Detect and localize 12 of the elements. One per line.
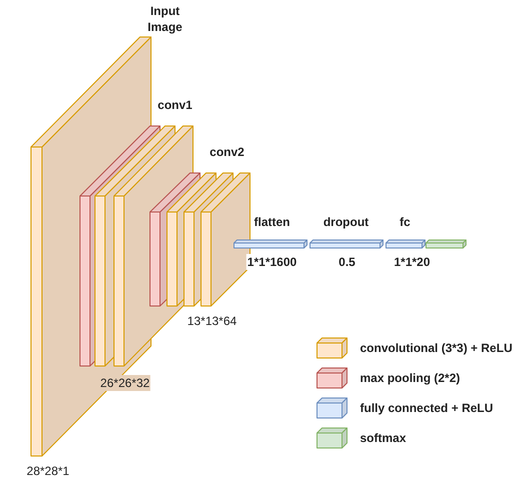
- layer-title: Input Image: [146, 3, 184, 35]
- layer-title: fc: [400, 214, 410, 230]
- layer-title: flatten: [254, 214, 290, 230]
- layer-title: dropout: [323, 214, 369, 230]
- dimension-label: 26*26*32: [99, 375, 151, 391]
- legend-label: fully connected + ReLU: [360, 400, 494, 416]
- layer-title: conv2: [210, 144, 244, 160]
- dimension-label: 1*1*1600: [246, 254, 298, 270]
- layer-title: conv1: [158, 97, 192, 113]
- legend-label: softmax: [360, 430, 406, 446]
- legend-label: convolutional (3*3) + ReLU: [360, 340, 512, 356]
- legend-label: max pooling (2*2): [360, 370, 460, 386]
